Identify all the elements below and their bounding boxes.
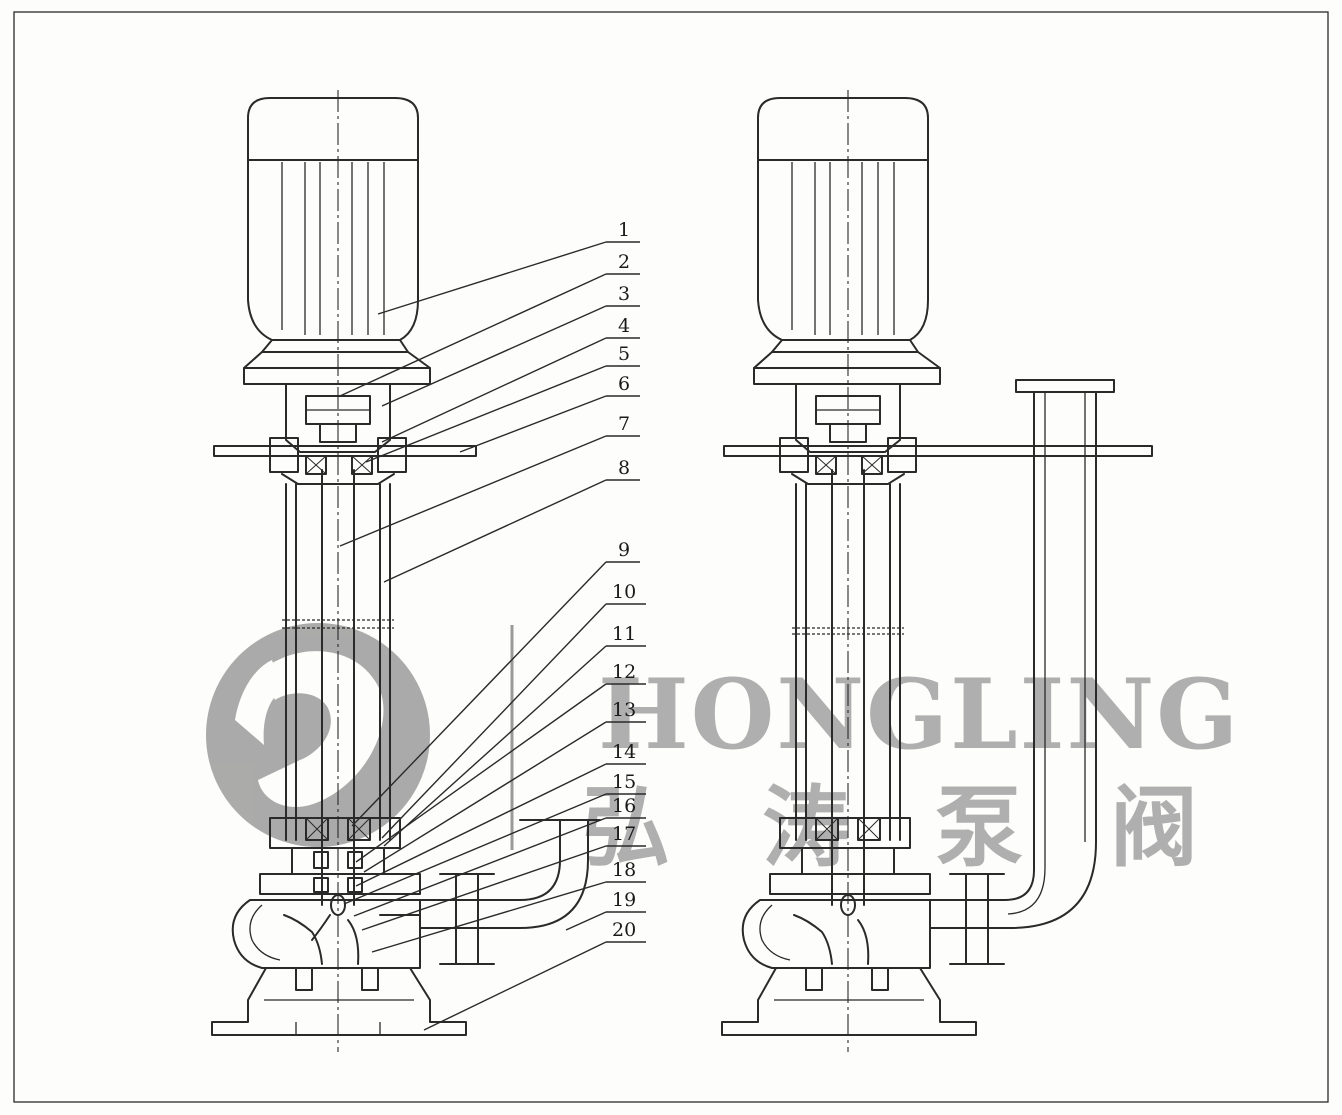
callout-label-14: 14 [612, 741, 636, 763]
callout-label-20: 20 [612, 919, 636, 941]
callout-label-17: 17 [612, 823, 636, 845]
callout-4: 4 [381, 315, 640, 443]
watermark-cjk-1: 弘 [582, 776, 670, 879]
callout-label-7: 7 [618, 413, 630, 435]
callout-19: 19 [565, 889, 646, 931]
watermark-brand-latin: HONGLING [598, 658, 1240, 771]
callout-label-10: 10 [612, 581, 636, 603]
callout-13: 13 [363, 699, 646, 873]
callout-3: 3 [381, 283, 640, 407]
callout-9: 9 [351, 539, 640, 827]
watermark-cjk-4: 阀 [1110, 776, 1198, 879]
callout-6: 6 [459, 373, 640, 453]
drawing-border [13, 11, 1329, 1103]
callout-8: 8 [383, 457, 640, 583]
callout-label-8: 8 [618, 457, 630, 479]
brand-logo [206, 623, 430, 847]
callout-11: 11 [383, 623, 646, 847]
callout-1: 1 [377, 219, 640, 315]
callout-label-3: 3 [618, 283, 630, 305]
callout-12: 12 [355, 661, 646, 863]
right-pump-view [721, 90, 1153, 1052]
callout-2: 2 [339, 251, 640, 397]
callout-10: 10 [381, 581, 646, 839]
callout-label-13: 13 [612, 699, 636, 721]
callout-label-16: 16 [612, 795, 636, 817]
callout-18: 18 [371, 859, 646, 953]
callout-label-2: 2 [618, 251, 630, 273]
callout-17: 17 [361, 823, 646, 931]
callout-label-5: 5 [618, 343, 630, 365]
callout-label-11: 11 [612, 623, 636, 645]
callout-20: 20 [423, 919, 646, 1031]
callout-label-6: 6 [618, 373, 630, 395]
callout-14: 14 [355, 741, 646, 887]
callout-label-18: 18 [612, 859, 636, 881]
left-pump-view [211, 90, 601, 1052]
watermark-cjk-3: 泵 [935, 776, 1023, 879]
callout-label-9: 9 [618, 539, 630, 561]
callout-label-12: 12 [612, 661, 636, 683]
callout-16: 16 [353, 795, 646, 917]
callout-label-15: 15 [612, 771, 636, 793]
callout-7: 7 [339, 413, 640, 547]
callout-label-19: 19 [612, 889, 636, 911]
callout-15: 15 [343, 771, 646, 905]
callout-5: 5 [365, 343, 640, 463]
part-callouts: 1 2 3 4 5 6 7 8 9 10 11 12 13 14 15 16 1… [339, 219, 646, 1031]
left-motor [243, 97, 431, 385]
callout-label-4: 4 [618, 315, 630, 337]
callout-label-1: 1 [618, 219, 630, 241]
